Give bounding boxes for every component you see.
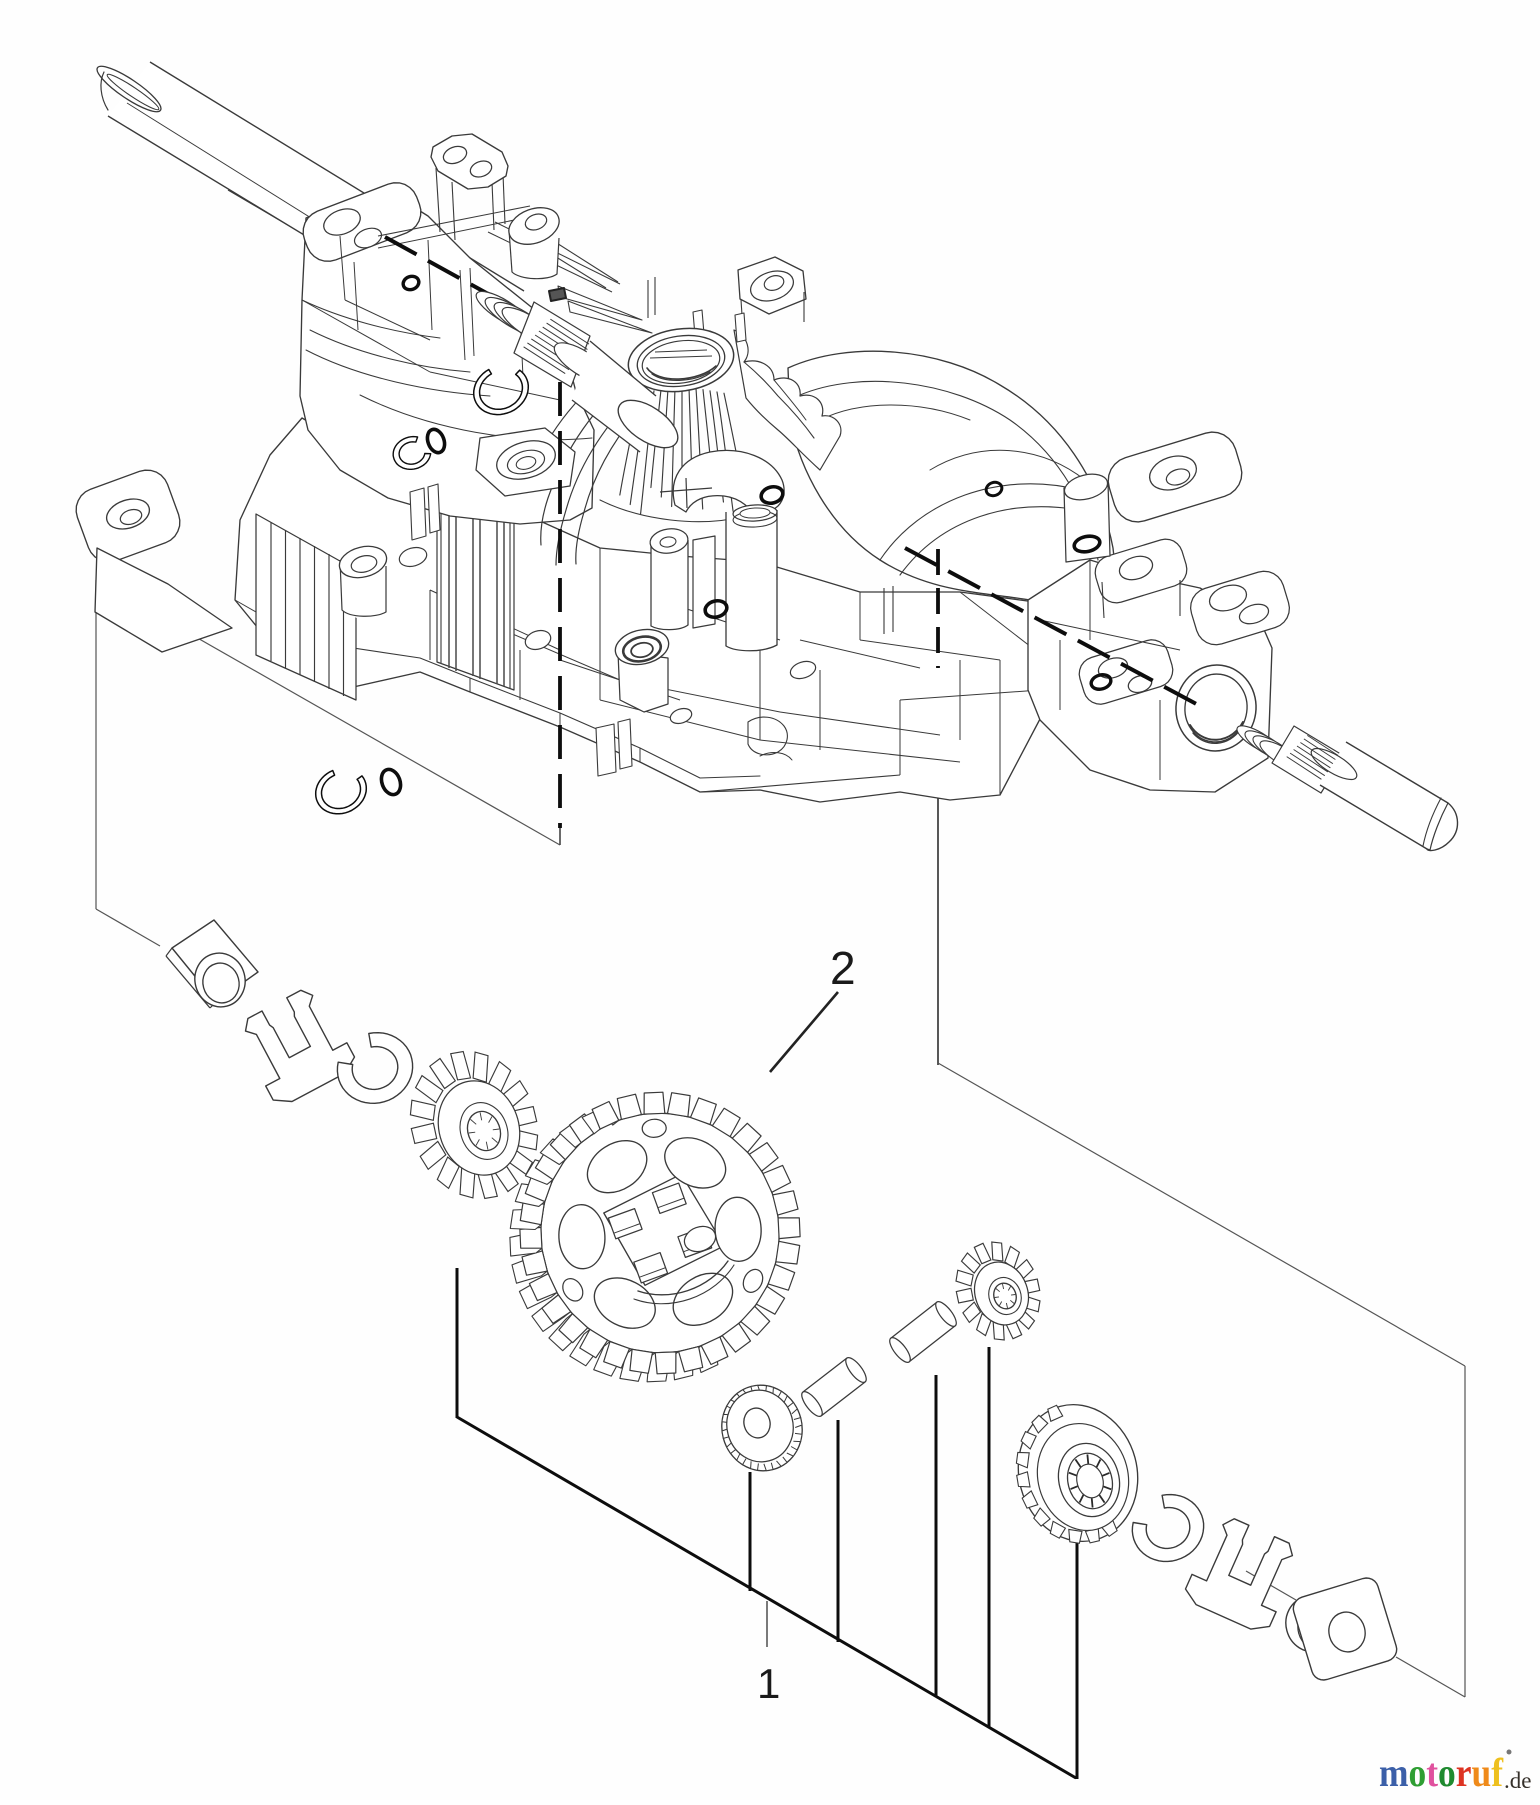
svg-text:.de: .de xyxy=(1504,1768,1531,1793)
svg-text:1: 1 xyxy=(757,1660,780,1707)
svg-text:2: 2 xyxy=(830,942,856,994)
svg-text:motoruf: motoruf xyxy=(1379,1750,1504,1795)
